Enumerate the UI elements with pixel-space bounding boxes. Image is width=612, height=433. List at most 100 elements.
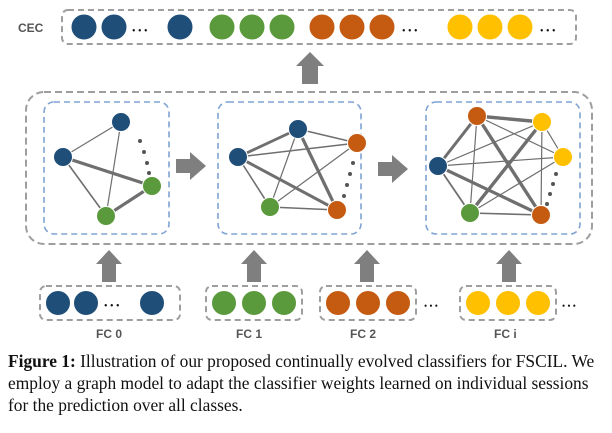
- cec-node-yellow: [506, 13, 534, 41]
- graph-node-blue: [53, 147, 73, 167]
- graph-node-green: [460, 203, 480, 223]
- fc-node-blue: [45, 290, 71, 316]
- graphs: [53, 106, 573, 226]
- graph-ellipsis-dot: [342, 194, 346, 198]
- graph-node-green: [142, 176, 162, 196]
- fc-classifier-weights: [45, 290, 551, 316]
- graph-node-blue: [288, 119, 308, 139]
- graph-ellipsis-dot: [545, 202, 549, 206]
- graph-edge: [437, 121, 543, 167]
- graph-ellipsis-dot: [138, 139, 142, 143]
- graph-edge: [62, 156, 107, 217]
- graph-edge: [437, 156, 564, 167]
- graph-node-orange: [467, 106, 487, 126]
- fc-node-yellow: [525, 290, 551, 316]
- cec-node-green: [238, 13, 266, 41]
- cec-ellipsis-2: • • •: [402, 26, 418, 37]
- cec-node-orange: [368, 13, 396, 41]
- fc-node-blue: [73, 290, 99, 316]
- graph-node-green: [96, 206, 116, 226]
- graph-1: [228, 119, 367, 220]
- graph-panel-0: [43, 101, 170, 235]
- graph-ellipsis-dot: [348, 172, 352, 176]
- figure-caption: Figure 1: Illustration of our proposed c…: [8, 350, 604, 416]
- graph-ellipsis-dot: [554, 172, 558, 176]
- fc-node-orange: [385, 290, 411, 316]
- cec-node-yellow: [446, 13, 474, 41]
- graph-edge: [105, 121, 122, 217]
- cec-box: [61, 9, 577, 45]
- cec-label: CEC: [18, 21, 44, 35]
- graph-edge: [269, 142, 358, 208]
- graph-panel-2: [425, 101, 581, 235]
- fc-node-green: [271, 290, 297, 316]
- caption-label: Figure 1:: [8, 351, 76, 371]
- cec-ellipsis-3: • • •: [540, 26, 556, 37]
- cec-node-blue: [100, 13, 128, 41]
- arrow-up-fc0: [96, 250, 122, 282]
- arrow-up-fci: [496, 250, 522, 282]
- fc-node-blue: [139, 290, 165, 316]
- graph-edge: [469, 115, 478, 214]
- graph-ellipsis-dot: [142, 150, 146, 154]
- caption-text: Illustration of our proposed continually…: [8, 351, 595, 415]
- graph-edge: [475, 114, 544, 124]
- fc-between-ellipsis: • • •: [424, 301, 438, 311]
- graph-edge: [269, 128, 299, 208]
- fc1-box: [205, 285, 303, 321]
- fc-node-yellow: [465, 290, 491, 316]
- cec-node-yellow: [476, 13, 504, 41]
- cec-node-green: [268, 13, 296, 41]
- graph-edge: [468, 120, 544, 215]
- fc0-label: FC 0: [96, 327, 122, 341]
- graph-edge: [296, 127, 339, 212]
- graph-0: [53, 112, 162, 226]
- graph-node-orange: [347, 133, 367, 153]
- graph-panel-1: [217, 101, 362, 235]
- graph-node-green: [260, 197, 280, 217]
- arrow-right-2: [378, 155, 408, 183]
- graph-ellipsis-dot: [351, 161, 355, 165]
- graph-edge: [540, 121, 543, 216]
- graph-edge: [469, 212, 542, 216]
- graph-ellipsis-dot: [145, 161, 149, 165]
- arrow-up-fc2: [354, 250, 380, 282]
- cec-node-green: [208, 13, 236, 41]
- fc2-label: FC 2: [350, 327, 376, 341]
- graph-2: [428, 106, 573, 225]
- arrow-up-fc1: [241, 250, 267, 282]
- graph-node-blue: [428, 156, 448, 176]
- graph-node-yellow: [532, 112, 552, 132]
- graph-node-yellow: [553, 147, 573, 167]
- graph-ellipsis-dot: [551, 182, 555, 186]
- graph-edge: [269, 206, 338, 211]
- graph-edge: [236, 127, 300, 159]
- graph-ellipsis-dot: [147, 171, 151, 175]
- fci-label: FC i: [494, 327, 517, 341]
- fc2-box: [319, 285, 417, 321]
- fc-trailing-ellipsis: • • •: [562, 301, 576, 311]
- graph-edge: [297, 128, 358, 144]
- graph-ellipsis-dot: [345, 183, 349, 187]
- graph-edge: [436, 114, 479, 168]
- fc-node-orange: [355, 290, 381, 316]
- fc-node-green: [211, 290, 237, 316]
- fci-box: [459, 285, 557, 321]
- graph-node-blue: [111, 112, 131, 132]
- cec-node-orange: [308, 13, 336, 41]
- graph-edge: [469, 156, 564, 214]
- cec-node-blue: [166, 13, 194, 41]
- graph-edge: [436, 164, 543, 217]
- cec-diagram: CEC • • • • • • • • •: [18, 9, 593, 341]
- graph-node-blue: [228, 147, 248, 167]
- arrow-up-to-cec: [296, 52, 324, 84]
- fc-node-green: [241, 290, 267, 316]
- arrow-right-1: [176, 152, 206, 180]
- graph-node-orange: [327, 200, 347, 220]
- fc-node-orange: [325, 290, 351, 316]
- fc0-box: [39, 285, 181, 321]
- cec-node-orange: [338, 13, 366, 41]
- fc-node-yellow: [495, 290, 521, 316]
- cec-classifier-weights: [70, 13, 534, 41]
- graph-container: [25, 91, 593, 245]
